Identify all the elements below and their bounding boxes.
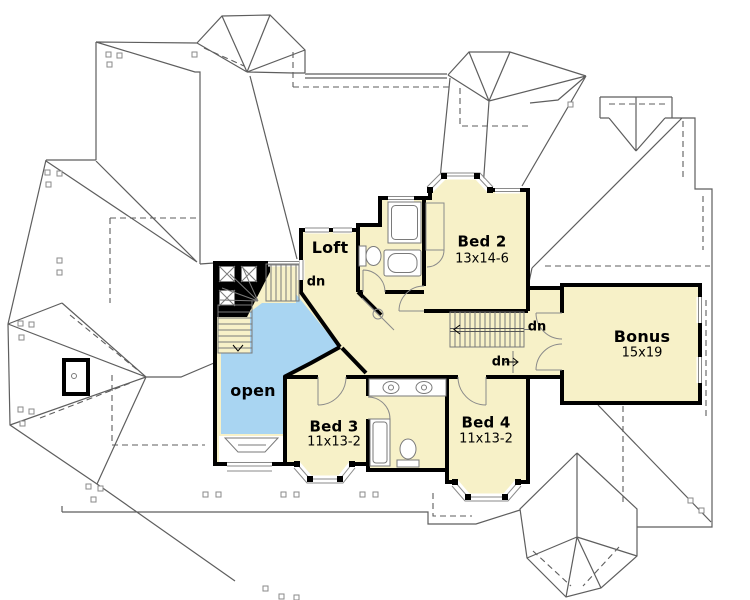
- stair-dn-label-landing: dn: [491, 354, 511, 370]
- open-to-below-area: [221, 294, 338, 434]
- room-dims-bonus: 15x19: [621, 345, 663, 361]
- bath-fixtures: [358, 201, 447, 468]
- room-label-bed2: Bed 2: [457, 232, 507, 251]
- stairs-center: [449, 311, 531, 373]
- room-label-loft: Loft: [311, 238, 349, 257]
- stair-dn-label-hall: dn: [527, 319, 547, 335]
- room-label-bed3: Bed 3: [309, 417, 359, 436]
- room-dims-bed4: 11x13-2: [459, 431, 513, 447]
- room-dims-bed3: 11x13-2: [307, 434, 361, 450]
- exterior-walls: [213, 174, 702, 499]
- windows: [227, 172, 704, 502]
- roof-hidden-lines: [39, 47, 710, 587]
- chimney-icon: [62, 358, 90, 396]
- hatched-wall-band: [213, 261, 270, 317]
- room-label-open: open: [230, 381, 276, 400]
- roof-lines: [7, 14, 713, 598]
- window-seat: [223, 437, 280, 453]
- stairs-left: [217, 263, 300, 354]
- stair-dn-label-loft: dn: [306, 274, 326, 290]
- room-label-bonus: Bonus: [613, 327, 671, 346]
- roof-vent-squares: [17, 51, 705, 600]
- floor-area: [215, 176, 700, 497]
- room-dims-bed2: 13x14-6: [455, 251, 509, 267]
- room-label-bed4: Bed 4: [461, 413, 511, 432]
- window-seat-bay: [219, 436, 283, 462]
